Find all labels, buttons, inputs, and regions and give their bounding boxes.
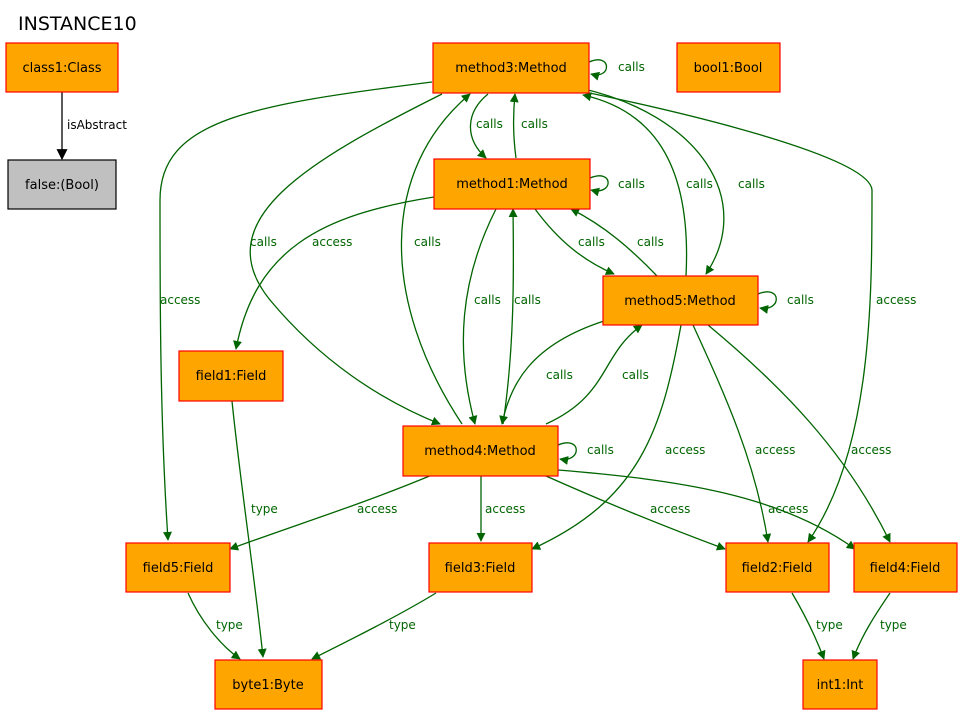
edge-label-calls-m4-self: calls (587, 443, 614, 457)
edge-label-calls-m3-m1: calls (476, 117, 503, 131)
edge-label-access-m4-f5: access (357, 502, 397, 516)
edge-label-calls-m3-self: calls (618, 60, 645, 74)
edge-field5-type-byte1 (187, 592, 241, 660)
node-label-field5: field5:Field (143, 561, 214, 576)
edge-field1-type-byte1 (231, 400, 267, 658)
edge-label-calls-m4-m3: calls (414, 235, 441, 249)
node-field3[interactable]: field3:Field (428, 542, 533, 593)
edge-field2-type-int1 (791, 592, 826, 660)
edge-method1-access-field1 (233, 196, 435, 350)
edge-label-calls-m5-m4: calls (546, 368, 573, 382)
edge-method3-calls-method1 (469, 93, 489, 159)
node-label-class1: class1:Class (22, 61, 101, 76)
nodes: class1:Class false:(Bool) method3:Method… (5, 42, 958, 710)
edge-label-calls-m5-m1: calls (637, 235, 664, 249)
edges: isAbstract calls calls calls calls calls… (56, 59, 916, 660)
edge-label-access-m3-f5: access (160, 293, 200, 307)
node-label-byte1: byte1:Byte (232, 678, 303, 693)
edge-method1-calls-method3 (509, 93, 519, 159)
edge-label-access-m1-f1: access (312, 235, 352, 249)
edge-method5-calls-method1 (570, 208, 658, 277)
node-label-int1: int1:Int (817, 678, 864, 693)
node-label-method5: method5:Method (624, 294, 736, 309)
edge-method3-calls-method3 (588, 59, 608, 81)
edge-method3-calls-method4 (249, 93, 443, 426)
node-label-method1: method1:Method (456, 177, 568, 192)
node-method4[interactable]: method4:Method (402, 425, 559, 477)
edge-label-calls-m3-m5: calls (738, 177, 765, 191)
node-bool1[interactable]: bool1:Bool (676, 42, 781, 93)
edge-label-calls-m4-m1: calls (514, 293, 541, 307)
edge-label-access-m4-f3: access (485, 502, 525, 516)
node-false-value[interactable]: false:(Bool) (7, 159, 117, 210)
edge-label-calls-m4-m5: calls (622, 368, 649, 382)
node-field4[interactable]: field4:Field (853, 542, 958, 593)
edge-label-access-m4-f4: access (768, 502, 808, 516)
edge-method4-calls-method3 (400, 93, 471, 425)
edge-label-isabstract: isAbstract (67, 118, 127, 132)
edge-method5-access-field2 (692, 324, 772, 543)
edge-method5-access-field3 (531, 324, 682, 550)
edge-label-calls-m1-m3: calls (521, 117, 548, 131)
edge-label-calls-m3-m4: calls (250, 235, 277, 249)
node-label-field4: field4:Field (870, 561, 941, 576)
edge-field3-type-byte1 (311, 592, 437, 660)
edge-method4-access-field5 (229, 474, 433, 551)
node-int1[interactable]: int1:Int (802, 659, 878, 710)
node-method5[interactable]: method5:Method (602, 275, 759, 326)
edge-method3-access-field2 (579, 90, 873, 543)
edge-label-calls-m1-m5: calls (578, 235, 605, 249)
node-class1[interactable]: class1:Class (5, 42, 119, 93)
edge-method4-access-field2 (545, 475, 726, 551)
edge-method5-calls-method5 (757, 291, 777, 314)
node-field5[interactable]: field5:Field (125, 542, 231, 593)
node-method3[interactable]: method3:Method (432, 42, 590, 94)
edge-method5-access-field4 (707, 324, 891, 543)
edge-field4-type-int1 (851, 592, 891, 660)
node-field1[interactable]: field1:Field (178, 350, 284, 402)
edge-method3-access-field5 (159, 81, 433, 541)
edge-method1-calls-method5 (534, 208, 615, 275)
edge-label-access-m5-f2: access (755, 443, 795, 457)
node-label-bool1: bool1:Bool (694, 61, 763, 76)
node-label-field1: field1:Field (196, 369, 267, 384)
edge-label-calls-m1-self: calls (618, 177, 645, 191)
node-label-false-value: false:(Bool) (25, 178, 99, 193)
edge-method5-calls-method3 (582, 92, 688, 277)
edge-method1-calls-method4 (462, 208, 497, 425)
edge-method4-calls-method1 (502, 208, 518, 425)
edge-label-access-m4-f2: access (650, 502, 690, 516)
diagram-title: INSTANCE10 (18, 13, 137, 35)
edge-method4-access-field4 (557, 469, 856, 550)
node-label-field2: field2:Field (742, 561, 813, 576)
edge-label-calls-m5-self: calls (787, 293, 814, 307)
edge-method4-calls-method4 (557, 442, 577, 465)
node-field2[interactable]: field2:Field (725, 542, 830, 593)
edge-method3-calls-method5 (579, 87, 725, 275)
edge-label-type-f5-b1: type (216, 618, 243, 632)
edge-method5-calls-method4 (499, 320, 605, 425)
node-label-method3: method3:Method (455, 61, 567, 76)
node-label-field3: field3:Field (445, 561, 516, 576)
node-byte1[interactable]: byte1:Byte (214, 659, 323, 710)
edge-label-access-m5-f4: access (851, 443, 891, 457)
edge-label-access-m3-f2: access (876, 293, 916, 307)
edge-label-type-f4-i1: type (880, 618, 907, 632)
edge-label-type-f3-b1: type (389, 618, 416, 632)
edge-label-access-m5-f3: access (665, 443, 705, 457)
node-method1[interactable]: method1:Method (433, 158, 591, 210)
edge-method4-calls-method5 (545, 324, 643, 425)
edge-label-type-f1-b1: type (251, 502, 278, 516)
edge-label-type-f2-i1: type (816, 618, 843, 632)
edge-label-calls-m1-m4: calls (474, 293, 501, 307)
edge-method1-calls-method1 (589, 175, 609, 197)
node-label-method4: method4:Method (424, 444, 536, 459)
edge-label-calls-m5-m3: calls (686, 177, 713, 191)
